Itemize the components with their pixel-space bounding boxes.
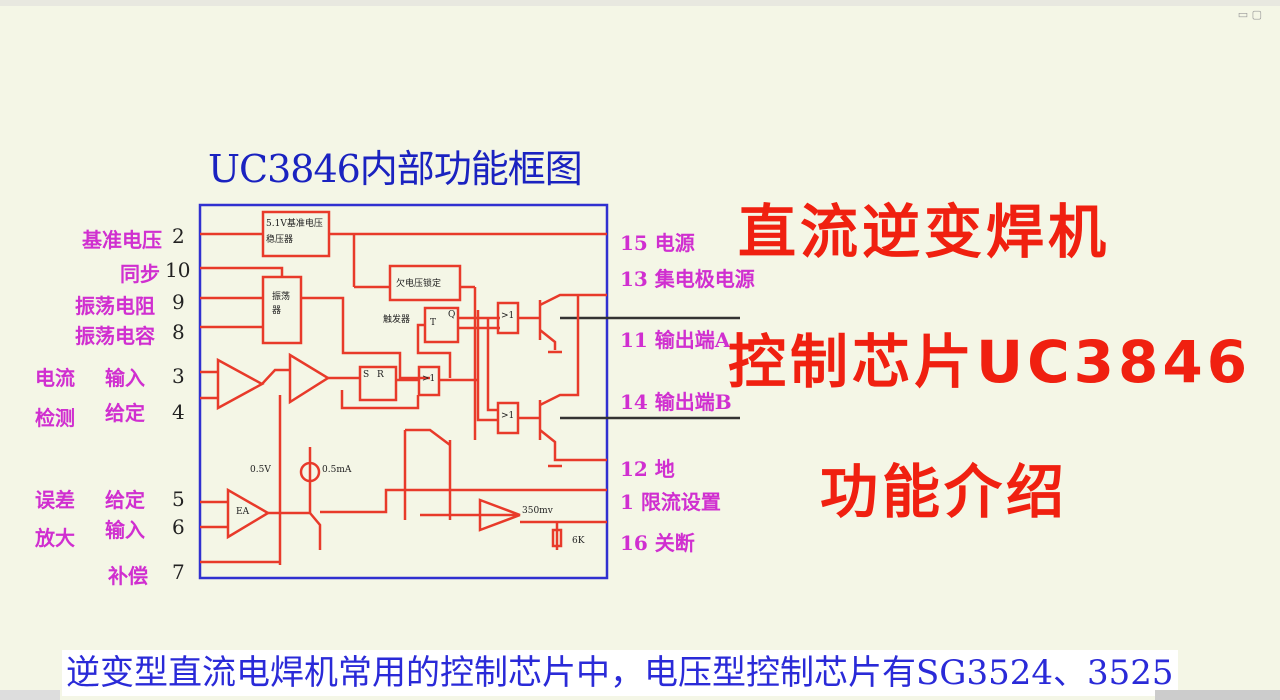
subtitle-caption: 逆变型直流电焊机常用的控制芯片中，电压型控制芯片有SG3524、3525 [62, 650, 1178, 696]
s-label: S [363, 370, 370, 380]
q-label: Q [448, 310, 456, 320]
r6k-label: 6K [572, 536, 585, 546]
headline-line-2: 控制芯片UC3846 [728, 328, 1252, 396]
taskbar-right[interactable] [1155, 690, 1280, 700]
r-label: R [377, 370, 384, 380]
group-current-1: 电流 [35, 366, 75, 390]
pin-label-5: 给定 [105, 488, 145, 512]
taskbar-left[interactable] [0, 690, 60, 700]
pin-label-4: 给定 [105, 401, 145, 425]
pin-num-2: 2 [172, 224, 185, 248]
ea-label: EA [236, 507, 250, 517]
pin-16: 16 关断 [620, 531, 695, 555]
or-label-a: >1 [501, 311, 515, 321]
pin-num-10: 10 [165, 258, 191, 282]
pin-num-4: 4 [172, 400, 185, 424]
pin-15: 15 电源 [620, 231, 695, 255]
pin-num-9: 9 [172, 290, 185, 314]
pin-13: 13 集电极电源 [620, 267, 755, 291]
i05-label: 0.5mA [322, 465, 352, 475]
pin-num-5: 5 [172, 487, 185, 511]
window-top-bar [0, 0, 1280, 6]
ff-label: 触发器 [383, 315, 411, 325]
pin-label-10: 同步 [120, 262, 160, 286]
t-label: T [430, 318, 437, 328]
pin-label-9: 振荡电阻 [75, 294, 155, 318]
window-controls-icon[interactable]: ▭ ▢ [1237, 8, 1262, 21]
pin-11: 11 输出端A [620, 328, 731, 352]
error-amp [226, 487, 271, 540]
pin-1: 1 限流设置 [620, 490, 721, 514]
sr-latch-block [358, 365, 398, 402]
group-error-1: 误差 [35, 488, 75, 512]
pin-label-8: 振荡电容 [75, 324, 155, 348]
group-error-2: 放大 [35, 526, 75, 550]
pin-num-8: 8 [172, 320, 185, 344]
headline-line-1: 直流逆变焊机 [738, 198, 1111, 266]
pin-num-7: 7 [172, 560, 185, 584]
pin-num-6: 6 [172, 515, 185, 539]
pin-label-6: 输入 [105, 518, 145, 542]
pin-label-2: 基准电压 [82, 228, 162, 252]
pin-12: 12 地 [620, 457, 675, 481]
or-label-b: >1 [501, 411, 515, 421]
ref-label: 5.1V基准电压稳压器 [266, 219, 323, 245]
pin-num-3: 3 [172, 364, 185, 388]
current-sense-amp [216, 357, 265, 411]
osc-label: 振荡器 [272, 292, 291, 316]
or-label-main: >1 [422, 374, 436, 384]
pwm-comparator [288, 352, 331, 405]
headline-line-3: 功能介绍 [820, 458, 1069, 526]
pin-14: 14 输出端B [620, 390, 732, 414]
uvlo-block [388, 264, 462, 302]
diagram-frame [198, 203, 609, 580]
pin-label-7: 补偿 [108, 564, 148, 588]
v05-label: 0.5V [250, 465, 271, 475]
uvlo-label: 欠电压锁定 [396, 279, 442, 289]
diagram-title: UC3846内部功能框图 [208, 147, 583, 191]
mv350-label: 350mv [522, 506, 553, 516]
pin-label-3: 输入 [105, 366, 145, 390]
group-current-2: 检测 [35, 406, 75, 430]
